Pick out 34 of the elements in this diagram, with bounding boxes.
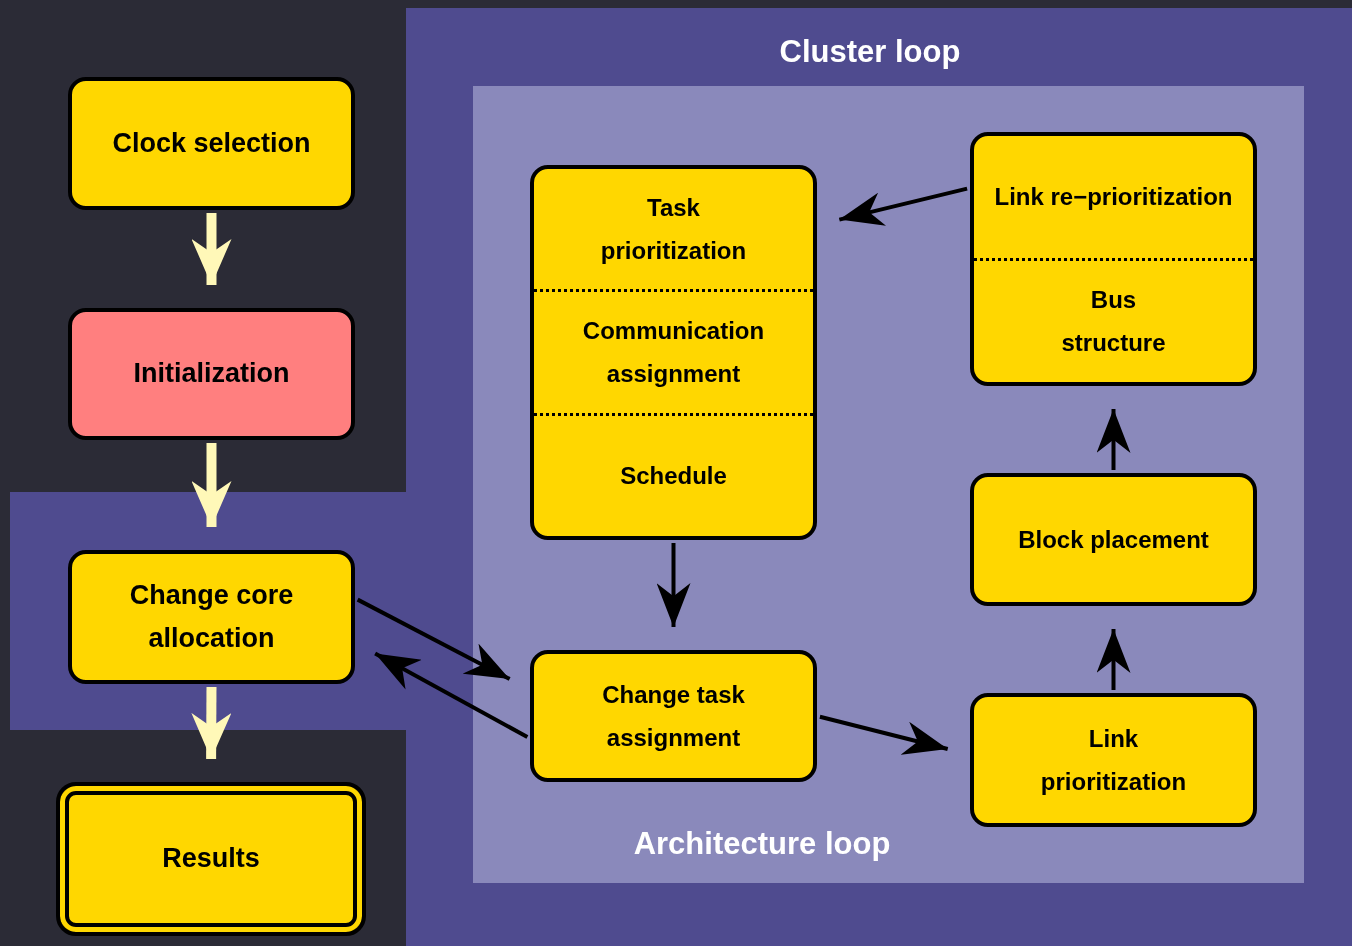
box-label: Clock selection	[111, 126, 312, 160]
box-label: Communication assignment	[581, 316, 766, 390]
arrow	[191, 213, 232, 285]
process-box	[530, 650, 817, 782]
box-label: Schedule	[619, 461, 728, 492]
box-label: Change task assignment	[601, 679, 746, 753]
process-box	[970, 473, 1257, 606]
box-label: Change core allocation	[128, 578, 295, 655]
box-label: Link prioritization	[1039, 723, 1188, 797]
process-box	[68, 77, 355, 210]
box-label: Bus structure	[1060, 285, 1167, 359]
arrow	[656, 543, 691, 627]
process-box	[68, 550, 355, 684]
arrow	[356, 597, 511, 681]
box-label: Initialization	[132, 357, 291, 391]
arrow	[838, 186, 968, 226]
architecture-loop-region	[473, 86, 1304, 883]
process-box	[530, 165, 817, 540]
box-label: Block placement	[1017, 524, 1210, 555]
box-label: Link re−prioritization	[993, 182, 1234, 213]
box-label: Results	[161, 842, 261, 876]
process-box	[970, 693, 1257, 827]
process-box	[68, 308, 355, 440]
arrow	[819, 714, 949, 755]
arrow	[191, 686, 232, 759]
arrow	[374, 651, 529, 739]
region-title: Cluster loop	[779, 34, 961, 70]
region-title: Architecture loop	[633, 826, 891, 862]
process-box	[56, 782, 366, 936]
arrow	[191, 443, 232, 527]
box-label: Task prioritization	[599, 192, 748, 267]
arrow	[1096, 409, 1131, 470]
process-box	[970, 132, 1257, 386]
arrow	[1096, 629, 1131, 690]
